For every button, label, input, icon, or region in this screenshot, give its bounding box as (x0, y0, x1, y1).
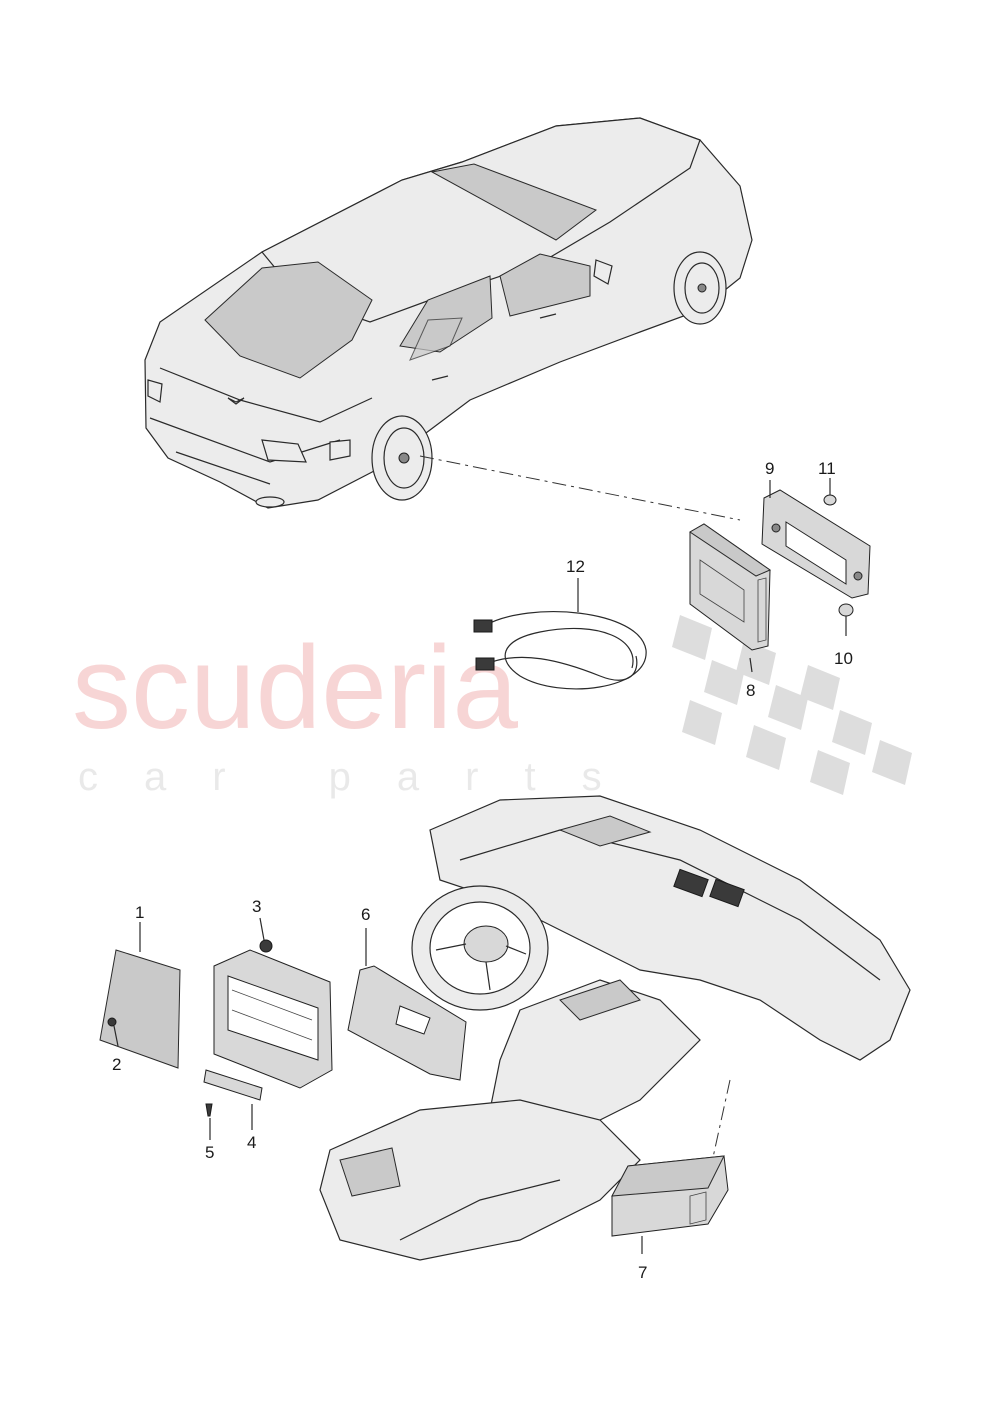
checkered-flag-logo (672, 615, 912, 795)
bracket-6 (347, 928, 467, 1081)
screw-2 (107, 1017, 119, 1047)
callout-6: 6 (361, 905, 370, 924)
dash-to-unit-leader (711, 1079, 731, 1163)
instrument-housing-3 (213, 917, 333, 1089)
callout-12: 12 (566, 557, 585, 576)
control-module-8 (689, 523, 772, 651)
callout-9: 9 (765, 459, 774, 478)
callout-10: 10 (834, 649, 853, 668)
cable-12 (473, 578, 647, 690)
dashboard-illustration (319, 795, 911, 1261)
screw-11 (823, 478, 837, 506)
callout-7: 7 (638, 1263, 647, 1282)
watermark-tagline: car parts (78, 755, 648, 799)
callout-4: 4 (247, 1133, 256, 1152)
nut-10 (838, 603, 854, 636)
callout-labels: 1 2 3 4 5 6 7 8 9 10 11 12 (112, 459, 853, 1282)
callout-5: 5 (205, 1143, 214, 1162)
callout-3: 3 (252, 897, 261, 916)
bracket-9 (761, 480, 871, 599)
car-illustration (144, 117, 753, 509)
callout-1: 1 (135, 903, 144, 922)
callout-11: 11 (818, 459, 836, 478)
trim-strip-4 (203, 1069, 263, 1130)
head-unit-7 (611, 1155, 729, 1254)
watermark: scuderia car parts (72, 615, 912, 799)
car-to-module-leader (419, 455, 741, 521)
watermark-brand: scuderia (72, 622, 518, 754)
callout-2: 2 (112, 1055, 121, 1074)
callout-8: 8 (746, 681, 755, 700)
display-1 (99, 922, 181, 1069)
screw-5 (205, 1103, 213, 1140)
